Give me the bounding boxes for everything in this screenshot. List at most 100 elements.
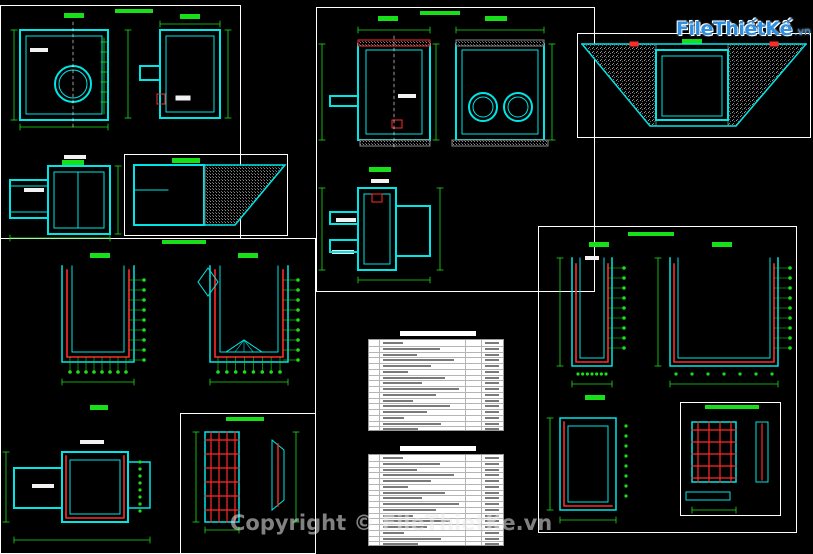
pipe-stub	[329, 95, 359, 107]
table-cell-text	[383, 537, 441, 540]
rebar-line	[66, 269, 130, 358]
rebar-label-bubble	[581, 372, 585, 376]
annotation-note	[32, 484, 54, 488]
frame-rebar-right	[538, 226, 797, 533]
table-cell-text	[485, 480, 499, 482]
rebar-label-bubble	[585, 372, 589, 376]
table-cell-text	[383, 359, 454, 362]
table-col-line	[481, 340, 482, 430]
table-row-line	[369, 380, 503, 382]
annotation-note	[371, 179, 389, 183]
rebar-detail	[271, 439, 285, 512]
table-cell-text	[383, 342, 403, 344]
wall-outline	[661, 55, 723, 117]
table-cell-text	[383, 468, 417, 471]
rebar-label-bubble	[138, 467, 142, 471]
annotation-note	[64, 155, 86, 159]
table-cell-text	[485, 537, 499, 540]
wall-outline	[25, 35, 103, 115]
rebar-label-bubble	[706, 372, 710, 376]
wall-outline	[159, 29, 221, 119]
table-cell-text	[485, 468, 499, 471]
table-cell-text	[383, 411, 427, 413]
table-cell-text	[383, 543, 418, 546]
pipe-stub	[13, 467, 63, 509]
rebar-label-bubble	[604, 372, 608, 376]
table-cell-text	[485, 508, 499, 511]
rebar-label-bubble	[754, 372, 758, 376]
rebar-line	[214, 269, 284, 358]
rebar-label-bubble	[590, 372, 594, 376]
table-cell-text	[485, 422, 499, 425]
view-title-tag	[172, 158, 200, 163]
rebar-mark	[371, 193, 383, 203]
rebar-label-bubble	[722, 372, 726, 376]
label-bar	[175, 95, 191, 101]
pipe-circle	[472, 96, 494, 118]
table-cell-text	[383, 491, 445, 494]
pipe-stub	[9, 179, 49, 219]
view-title-tag	[90, 253, 110, 258]
table-cell-text	[485, 514, 499, 517]
table-cell-text	[383, 388, 459, 390]
rebar-line	[673, 263, 775, 363]
rebar-detail	[225, 339, 245, 353]
rebar-mark	[391, 119, 403, 129]
view-title-tag	[369, 167, 391, 172]
table-row-line	[369, 524, 503, 525]
frame-section-hatched-left	[124, 154, 288, 236]
annotation-note	[336, 218, 356, 222]
rebar-label-bubble	[138, 502, 142, 506]
table-cell-text	[383, 457, 403, 459]
table-row-line	[369, 397, 503, 399]
slope-line	[580, 42, 808, 127]
table-row-line	[369, 512, 503, 514]
table-cell-text	[485, 503, 499, 505]
wall-outline	[691, 421, 737, 483]
table-cell-text	[383, 485, 408, 488]
table-cell-text	[485, 497, 499, 500]
view-title-tag	[90, 405, 108, 410]
table-row-line	[369, 489, 503, 491]
rebar-label-bubble	[624, 484, 628, 488]
table-row-line	[369, 472, 503, 474]
rebar-label-bubble	[624, 464, 628, 468]
table-cell-text	[485, 526, 499, 528]
table-row-line	[369, 414, 503, 416]
view-title-tag	[162, 240, 206, 244]
annotation-note	[585, 256, 599, 260]
table-cell-text	[383, 514, 413, 517]
rebar-detail	[243, 339, 263, 353]
table-cell-text	[485, 365, 499, 367]
table-cell-text	[383, 531, 404, 534]
annotation-note	[80, 440, 104, 444]
wall-outline	[567, 425, 609, 503]
view-title-tag	[589, 242, 609, 247]
table-cell-text	[383, 428, 418, 431]
rebar-label-bubble	[138, 495, 142, 499]
table-cell-text	[485, 399, 499, 402]
view-title-tag	[62, 160, 84, 165]
rebar-label-bubble	[690, 372, 694, 376]
table-cell-text	[383, 365, 431, 367]
table-cell-text	[485, 405, 499, 408]
table-cell-text	[485, 491, 499, 494]
table-cell-text	[485, 411, 499, 413]
table-col-line	[465, 340, 466, 430]
table-cell-text	[383, 370, 408, 373]
rebar-mark	[629, 41, 639, 47]
wall-outline	[669, 257, 779, 367]
table-cell-text	[383, 480, 431, 482]
table-cell-text	[383, 353, 417, 356]
wall-outline	[461, 49, 539, 135]
table-row-line	[369, 403, 503, 405]
table-cell-text	[485, 370, 499, 373]
hatched-earth	[727, 43, 808, 127]
table-col-line	[379, 455, 380, 545]
table-cell-text	[485, 388, 499, 390]
table-cell-text	[383, 405, 450, 408]
rebar-label-bubble	[138, 481, 142, 485]
pipe-circle	[468, 92, 498, 122]
wall-outline	[455, 43, 545, 141]
